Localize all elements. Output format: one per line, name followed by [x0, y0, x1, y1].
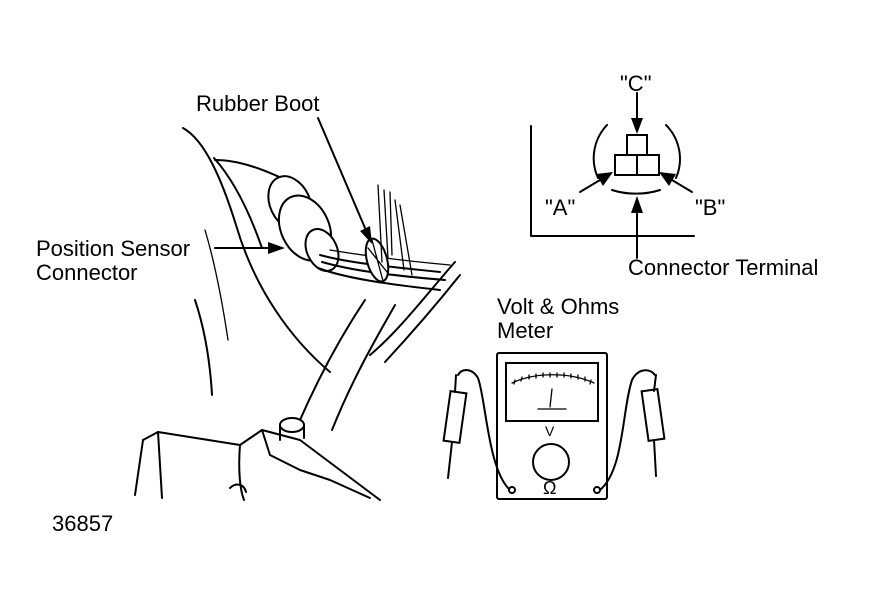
terminal-a-label: "A" — [545, 195, 576, 220]
connector-terminal-label: Connector Terminal — [628, 255, 819, 280]
terminal-c-label: "C" — [620, 71, 652, 96]
rubber-boot-label: Rubber Boot — [196, 91, 320, 116]
meter-dial-symbol: V — [545, 423, 555, 439]
terminal-b-label: "B" — [695, 195, 726, 220]
ohm-symbol: Ω — [543, 478, 557, 498]
figure-id-label: 36857 — [52, 511, 114, 536]
position-sensor-label-line2: Connector — [36, 260, 138, 285]
sensor-connector-illustration — [134, 117, 461, 501]
meter-label-line1: Volt & Ohms — [497, 294, 620, 319]
connector-terminal-illustration — [530, 92, 695, 259]
volt-ohm-meter-illustration — [442, 352, 666, 500]
meter-label-line2: Meter — [497, 318, 554, 343]
position-sensor-label-line1: Position Sensor — [36, 236, 191, 261]
